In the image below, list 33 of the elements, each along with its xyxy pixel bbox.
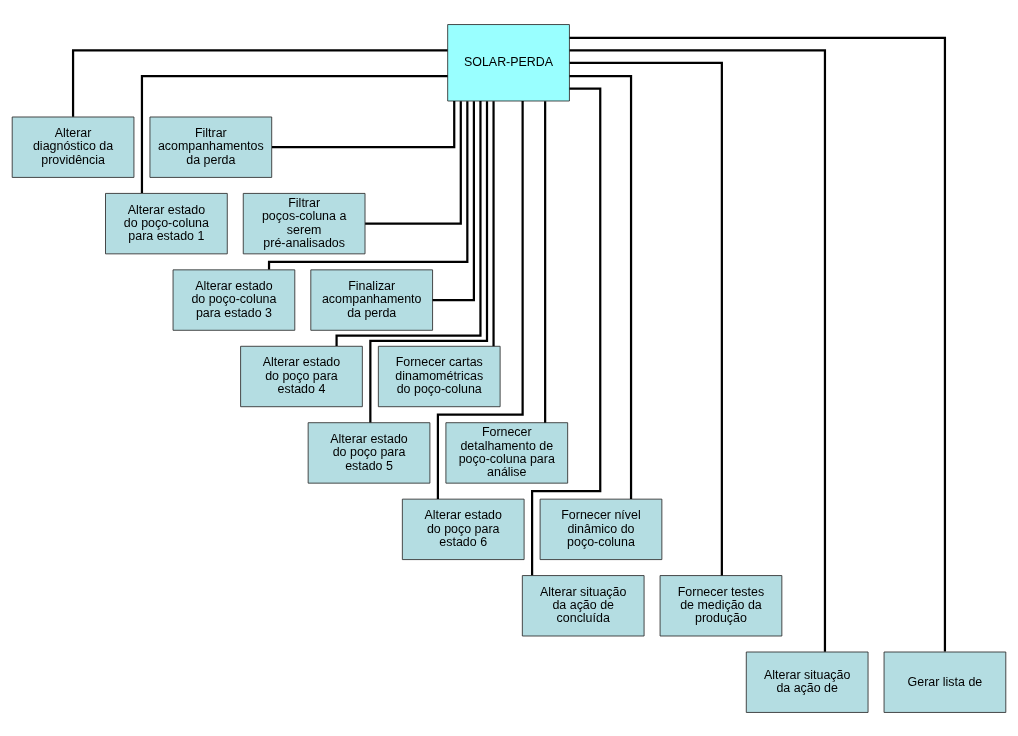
node-box: Alterar estado do poço-coluna para estado 3	[172, 268, 296, 331]
connector	[569, 74, 633, 499]
connector	[544, 100, 547, 423]
node-box: Fornecer testes de medição da produção	[659, 574, 783, 636]
connector	[335, 100, 482, 346]
connector	[71, 48, 448, 117]
node-box: Fornecer cartas dinamométricas do poço-coluna	[377, 345, 501, 407]
node-box: Alterar situação da ação de concluída	[521, 574, 645, 636]
connector	[271, 100, 456, 148]
connector	[569, 36, 947, 652]
node-box: SOLAR-PERDA	[447, 23, 570, 101]
node-box: Alterar estado do poço-coluna para estado 1	[105, 192, 228, 254]
node-box: Filtrar acompanhamentos da perda	[149, 116, 273, 178]
node-box: Alterar diagnóstico da providência	[11, 116, 135, 178]
connector	[569, 61, 723, 575]
node-box: Alterar estado do poço para estado 5	[307, 421, 431, 484]
node-box: Finalizar acompanhamento da perda	[310, 268, 433, 331]
connector	[531, 86, 602, 575]
connector	[140, 74, 448, 193]
connector	[267, 100, 469, 270]
connector	[492, 100, 495, 346]
node-box: Fornecer detalhamento de poço-coluna para análise	[445, 421, 569, 484]
node-box: Alterar estado do poço para estado 4	[240, 345, 363, 407]
connector	[432, 100, 475, 301]
connector	[569, 48, 827, 652]
connector	[365, 100, 462, 225]
connector	[436, 100, 524, 499]
connector	[369, 100, 489, 423]
node-box: Alterar situação da ação de	[745, 651, 869, 713]
node-box: Gerar lista de	[883, 651, 1007, 713]
node-box: Fornecer nível dinâmico do poço-coluna	[539, 498, 663, 560]
node-box: Alterar estado do poço para estado 6	[401, 498, 525, 560]
node-box: Filtrar poços-coluna a serem pré-analisados	[242, 192, 366, 254]
